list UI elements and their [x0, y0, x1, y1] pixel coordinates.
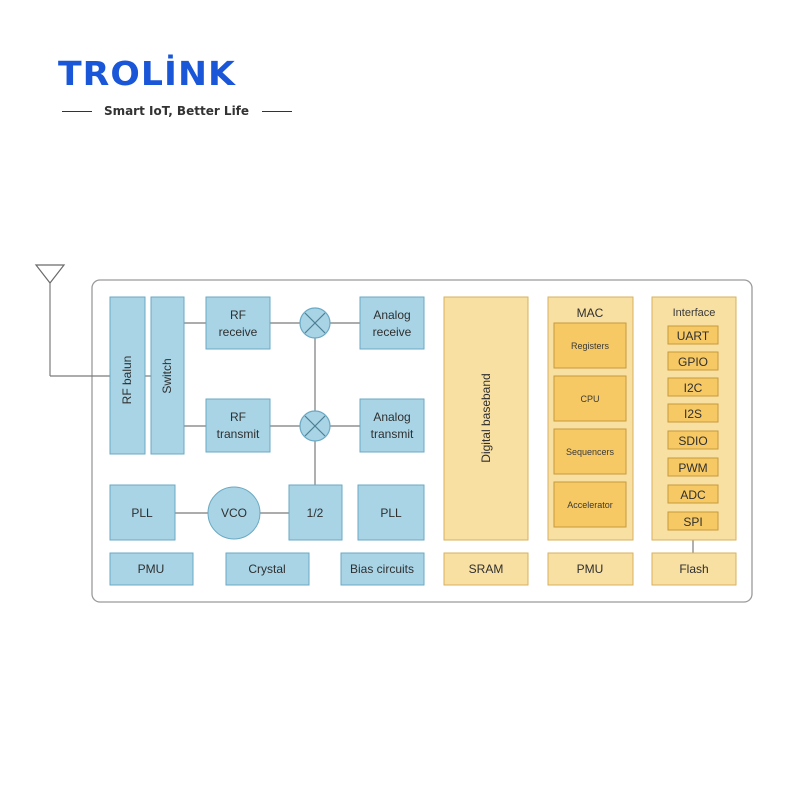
divider-block	[288, 484, 343, 541]
registers-block	[553, 322, 627, 369]
switch-label: Switch	[160, 358, 174, 393]
accelerator-label: Accelerator	[567, 500, 613, 510]
tagline-rule-left	[62, 111, 92, 112]
sram-block	[443, 552, 529, 586]
mixer-receive-icon	[299, 307, 331, 339]
analog-transmit-block	[359, 398, 425, 453]
vco-label: VCO	[221, 506, 247, 520]
spi-label: SPI	[683, 515, 702, 529]
pll-right-label: PLL	[380, 506, 402, 520]
uart-block	[667, 325, 719, 345]
rf-balun-label: RF balun	[120, 356, 134, 405]
rf-transmit-label-2: transmit	[217, 427, 260, 441]
rf-receive-label-2: receive	[219, 325, 258, 339]
flash-block	[651, 552, 737, 586]
i2s-label: I2S	[684, 407, 702, 421]
accelerator-block	[553, 481, 627, 528]
sdio-block	[667, 430, 719, 450]
gpio-block	[667, 351, 719, 371]
interface-label: Interface	[673, 307, 716, 319]
analog-transmit-label-2: transmit	[371, 427, 414, 441]
adc-block	[667, 484, 719, 504]
bias-circuits-block	[340, 552, 425, 586]
vco-block	[207, 486, 261, 540]
flash-label: Flash	[679, 562, 708, 576]
antenna-icon	[34, 264, 110, 377]
pwm-label: PWM	[678, 461, 707, 475]
crystal-label: Crystal	[248, 562, 285, 576]
rf-balun-block	[109, 296, 146, 455]
i2s-block	[667, 403, 719, 423]
analog-receive-label-2: receive	[373, 325, 412, 339]
tagline-rule-right	[262, 111, 292, 112]
pll-left-label: PLL	[131, 506, 153, 520]
signal-wires	[145, 322, 694, 553]
rf-receive-label-1: RF	[230, 308, 246, 322]
rf-transmit-block	[205, 398, 271, 453]
analog-transmit-label-1: Analog	[373, 410, 410, 424]
spi-block	[667, 511, 719, 531]
adc-label: ADC	[680, 488, 706, 502]
pll-right-block	[357, 484, 425, 541]
divider-label: 1/2	[307, 506, 324, 520]
i2c-label: I2C	[684, 381, 703, 395]
mac-label: MAC	[577, 306, 604, 320]
pmu-left-block	[109, 552, 194, 586]
analog-receive-label-1: Analog	[373, 308, 410, 322]
i2c-block	[667, 377, 719, 397]
pmu-left-label: PMU	[138, 562, 165, 576]
pmu-right-block	[547, 552, 634, 586]
digital-baseband-block	[443, 296, 529, 541]
crystal-block	[225, 552, 310, 586]
pmu-right-label: PMU	[577, 562, 604, 576]
mixer-transmit-icon	[299, 410, 331, 442]
registers-label: Registers	[571, 341, 610, 351]
sram-label: SRAM	[469, 562, 504, 576]
tagline-group: Smart IoT, Better Life	[62, 102, 292, 120]
rf-receive-block	[205, 296, 271, 350]
gpio-label: GPIO	[678, 355, 708, 369]
sequencers-label: Sequencers	[566, 447, 615, 457]
sdio-label: SDIO	[678, 434, 707, 448]
bias-circuits-label: Bias circuits	[350, 562, 414, 576]
brand-logo: TROLİNK	[58, 54, 236, 93]
analog-receive-block	[359, 296, 425, 350]
pwm-block	[667, 457, 719, 477]
digital-baseband-label: Digital baseband	[479, 373, 493, 462]
cpu-label: CPU	[580, 394, 599, 404]
sequencers-block	[553, 428, 627, 475]
uart-label: UART	[677, 329, 710, 343]
rf-transmit-label-1: RF	[230, 410, 246, 424]
tagline: Smart IoT, Better Life	[103, 104, 250, 118]
switch-block	[150, 296, 185, 455]
cpu-block	[553, 375, 627, 422]
pll-left-block	[109, 484, 176, 541]
